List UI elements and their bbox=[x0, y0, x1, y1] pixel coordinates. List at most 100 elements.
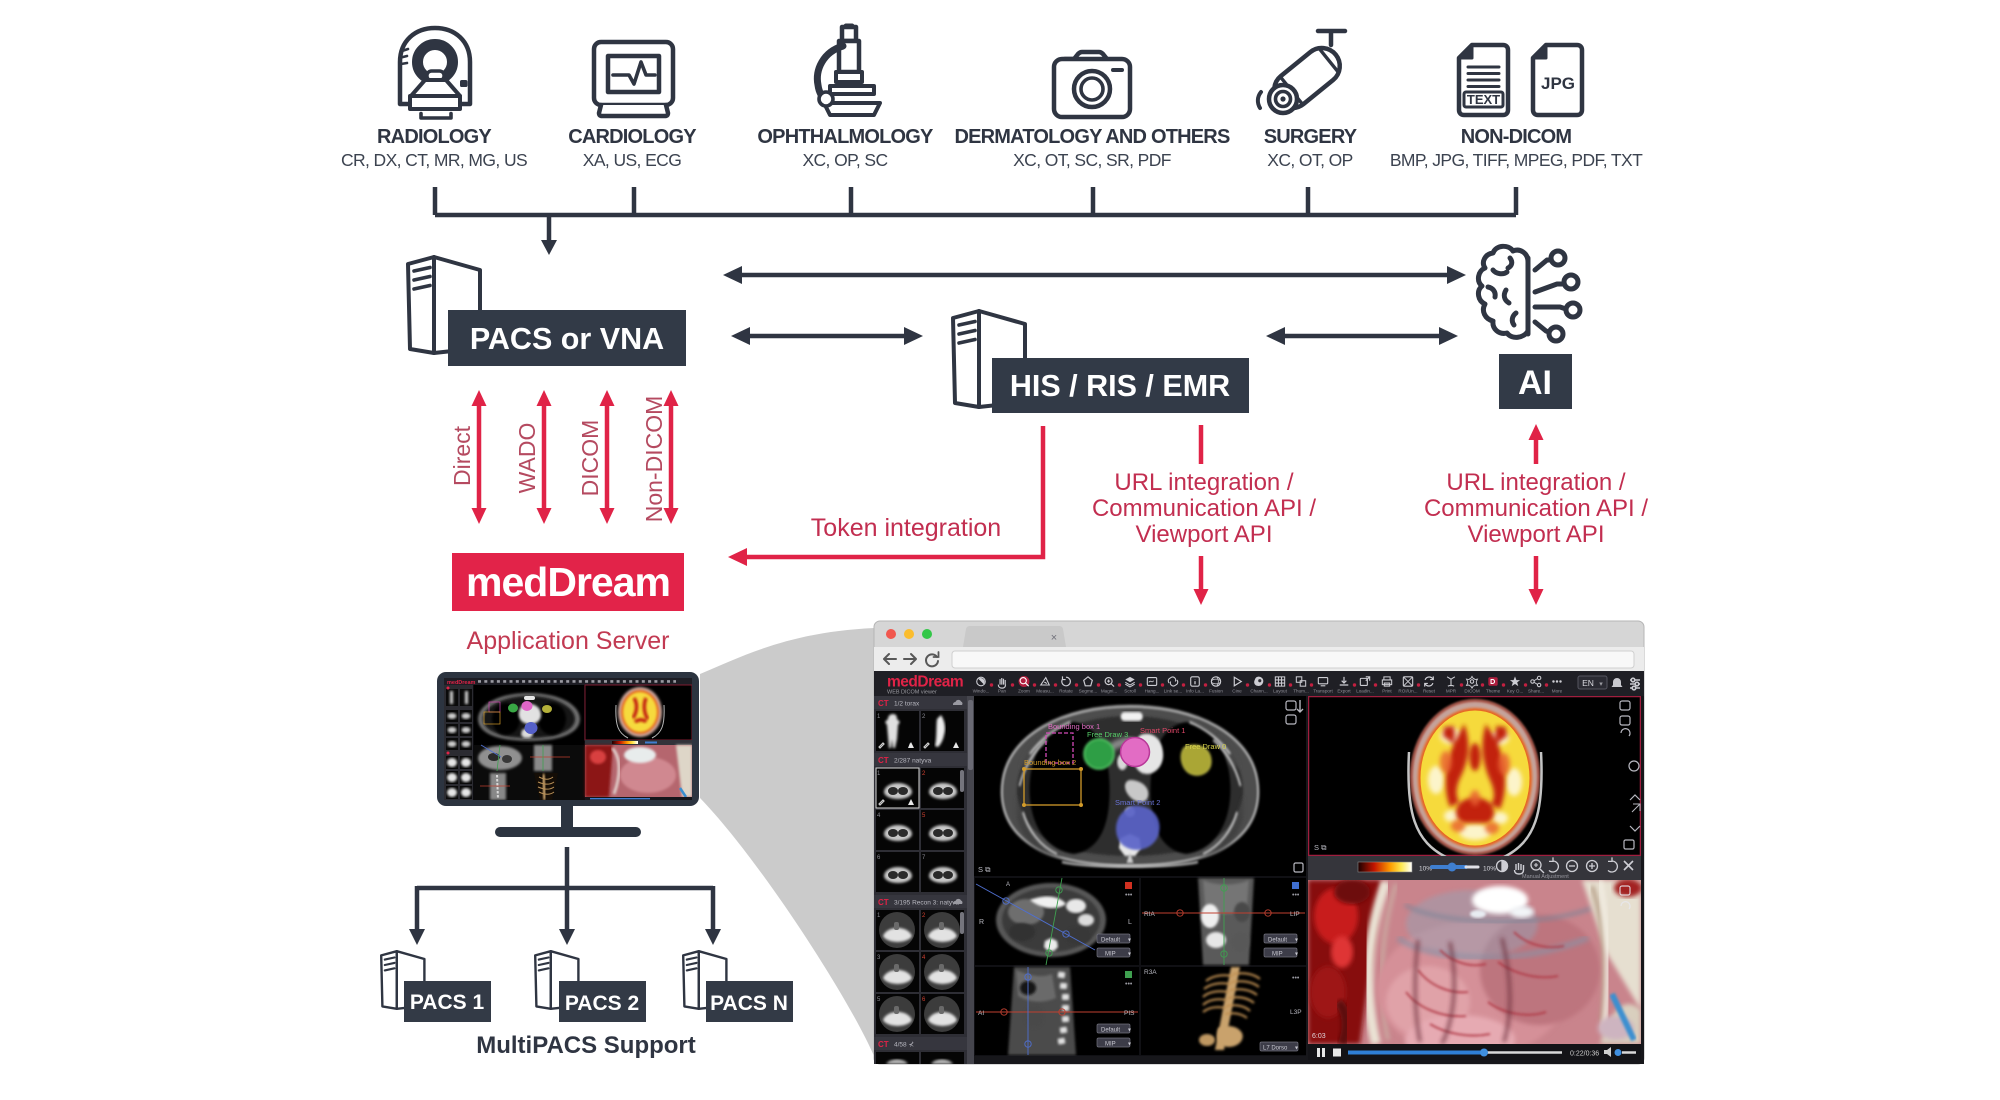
svg-text:Windo...: Windo... bbox=[973, 689, 990, 694]
svg-text:Theme: Theme bbox=[1486, 689, 1501, 694]
svg-text:•••: ••• bbox=[1125, 981, 1133, 988]
svg-text:More: More bbox=[1552, 689, 1563, 694]
svg-text:R: R bbox=[979, 919, 984, 926]
svg-text:OPHTHALMOLOGY: OPHTHALMOLOGY bbox=[757, 126, 934, 148]
svg-text:L7 Dorso: L7 Dorso bbox=[1263, 1046, 1288, 1052]
svg-text:DERMATOLOGY AND OTHERS: DERMATOLOGY AND OTHERS bbox=[954, 126, 1229, 148]
svg-text:▾: ▾ bbox=[1295, 1046, 1298, 1052]
svg-text:2: 2 bbox=[922, 913, 926, 919]
svg-text:1: 1 bbox=[877, 714, 881, 720]
svg-text:Rotate: Rotate bbox=[1059, 689, 1073, 694]
svg-text:7: 7 bbox=[922, 855, 926, 861]
svg-text:Export: Export bbox=[1337, 689, 1351, 694]
svg-text:CT: CT bbox=[878, 756, 889, 765]
svg-text:HIS / RIS / EMR: HIS / RIS / EMR bbox=[1010, 369, 1230, 403]
svg-text:▾: ▾ bbox=[1295, 952, 1298, 958]
svg-text:▾: ▾ bbox=[1295, 938, 1298, 944]
svg-text:Layout: Layout bbox=[1273, 689, 1288, 694]
svg-text:MIP: MIP bbox=[1105, 952, 1116, 958]
svg-text:Zoom: Zoom bbox=[1018, 689, 1030, 694]
svg-text:PACS N: PACS N bbox=[710, 992, 788, 1015]
svg-text:JPG: JPG bbox=[1541, 74, 1575, 93]
svg-text:2/287 natyva: 2/287 natyva bbox=[894, 758, 932, 765]
svg-text:Token integration: Token integration bbox=[811, 514, 1001, 542]
svg-text:AI: AI bbox=[978, 1010, 984, 1017]
svg-text:A: A bbox=[1006, 882, 1010, 888]
svg-text:•••: ••• bbox=[1292, 975, 1300, 982]
svg-text:5: 5 bbox=[922, 813, 926, 819]
svg-text:Non-DICOM: Non-DICOM bbox=[641, 396, 667, 523]
svg-text:DICOM: DICOM bbox=[577, 420, 603, 497]
svg-text:XC, OT, OP: XC, OT, OP bbox=[1267, 150, 1352, 170]
svg-text:Application Server: Application Server bbox=[467, 627, 670, 655]
svg-text:Reset: Reset bbox=[1423, 689, 1436, 694]
svg-text:WADO: WADO bbox=[514, 423, 540, 494]
svg-text:1/2 torax: 1/2 torax bbox=[894, 701, 920, 708]
svg-text:URL integration /: URL integration / bbox=[1114, 469, 1294, 496]
svg-text:▾: ▾ bbox=[1599, 681, 1603, 688]
svg-text:Link se...: Link se... bbox=[1164, 689, 1182, 694]
svg-text:4: 4 bbox=[877, 813, 881, 819]
svg-text:6:03: 6:03 bbox=[1312, 1033, 1326, 1040]
svg-text:PACS 1: PACS 1 bbox=[410, 991, 485, 1014]
svg-text:Communication API /: Communication API / bbox=[1092, 495, 1316, 522]
svg-text:PACS 2: PACS 2 bbox=[565, 992, 639, 1015]
svg-text:4/58 ⊀: 4/58 ⊀ bbox=[894, 1041, 914, 1049]
svg-text:AI: AI bbox=[1518, 364, 1552, 402]
svg-text:Default: Default bbox=[1101, 938, 1120, 944]
svg-text:L: L bbox=[1128, 919, 1132, 926]
svg-text:▾: ▾ bbox=[1128, 1042, 1131, 1048]
svg-text:CT: CT bbox=[878, 898, 889, 907]
svg-text:6: 6 bbox=[877, 855, 881, 861]
svg-text:▾: ▾ bbox=[1128, 952, 1131, 958]
svg-text:×: × bbox=[1051, 632, 1057, 644]
svg-text:4: 4 bbox=[922, 955, 926, 961]
svg-text:XC, OP, SC: XC, OP, SC bbox=[802, 150, 887, 170]
svg-text:Communication API /: Communication API / bbox=[1424, 495, 1648, 522]
svg-text:SURGERY: SURGERY bbox=[1264, 126, 1358, 148]
svg-text:Magni...: Magni... bbox=[1101, 689, 1117, 694]
svg-text:Direct: Direct bbox=[449, 425, 475, 486]
svg-text:medDream: medDream bbox=[447, 680, 476, 686]
svg-text:WEB DICOM viewer: WEB DICOM viewer bbox=[887, 690, 937, 696]
svg-text:medDream: medDream bbox=[887, 674, 963, 691]
svg-text:ROI/Un...: ROI/Un... bbox=[1398, 689, 1417, 694]
svg-text:RADIOLOGY: RADIOLOGY bbox=[377, 126, 492, 148]
svg-text:Free Draw 3: Free Draw 3 bbox=[1087, 730, 1128, 739]
svg-text:3/195 Recon 3: natyva: 3/195 Recon 3: natyva bbox=[894, 900, 959, 907]
svg-text:CT: CT bbox=[878, 699, 889, 708]
svg-text:10%: 10% bbox=[1483, 866, 1496, 873]
svg-text:CARDIOLOGY: CARDIOLOGY bbox=[568, 126, 697, 148]
svg-text:S ⧉: S ⧉ bbox=[978, 865, 991, 874]
svg-text:Transport: Transport bbox=[1313, 689, 1333, 694]
svg-text:Free Draw 0: Free Draw 0 bbox=[1185, 742, 1226, 751]
svg-text:PIS: PIS bbox=[1124, 1010, 1135, 1017]
svg-text:BMP, JPG, TIFF, MPEG, PDF, TXT: BMP, JPG, TIFF, MPEG, PDF, TXT bbox=[1390, 150, 1643, 170]
svg-text:3: 3 bbox=[877, 955, 881, 961]
svg-text:5: 5 bbox=[877, 997, 881, 1003]
svg-text:CT: CT bbox=[878, 1040, 889, 1049]
svg-text:Info La...: Info La... bbox=[1186, 689, 1204, 694]
svg-text:Chann...: Chann... bbox=[1250, 689, 1267, 694]
svg-text:Smart Point 1: Smart Point 1 bbox=[1140, 726, 1185, 735]
svg-text:MIP: MIP bbox=[1272, 952, 1283, 958]
svg-text:MPR: MPR bbox=[1446, 689, 1457, 694]
svg-text:▾: ▾ bbox=[1128, 1028, 1131, 1034]
svg-text:PACS or VNA: PACS or VNA bbox=[470, 322, 664, 356]
svg-text:Bounding box 1: Bounding box 1 bbox=[1048, 722, 1100, 731]
svg-text:Smart Point 2: Smart Point 2 bbox=[1115, 798, 1160, 807]
svg-text:CR, DX, CT, MR, MG, US: CR, DX, CT, MR, MG, US bbox=[341, 150, 527, 170]
svg-text:TEXT: TEXT bbox=[1467, 92, 1500, 107]
svg-text:NON-DICOM: NON-DICOM bbox=[1461, 126, 1572, 148]
svg-text:L3P: L3P bbox=[1290, 1009, 1302, 1016]
svg-text:Hang...: Hang... bbox=[1145, 689, 1160, 694]
svg-text:Bounding box 2: Bounding box 2 bbox=[1024, 758, 1076, 767]
svg-text:Fusion: Fusion bbox=[1209, 689, 1223, 694]
svg-text:•••: ••• bbox=[1292, 892, 1300, 899]
svg-text:Manual Adjustment: Manual Adjustment bbox=[1522, 874, 1569, 880]
svg-text:•••: ••• bbox=[1125, 892, 1133, 899]
svg-text:2: 2 bbox=[922, 714, 926, 720]
svg-text:Share...: Share... bbox=[1528, 689, 1544, 694]
svg-text:URL integration /: URL integration / bbox=[1446, 469, 1626, 496]
svg-text:MultiPACS Support: MultiPACS Support bbox=[476, 1032, 696, 1059]
